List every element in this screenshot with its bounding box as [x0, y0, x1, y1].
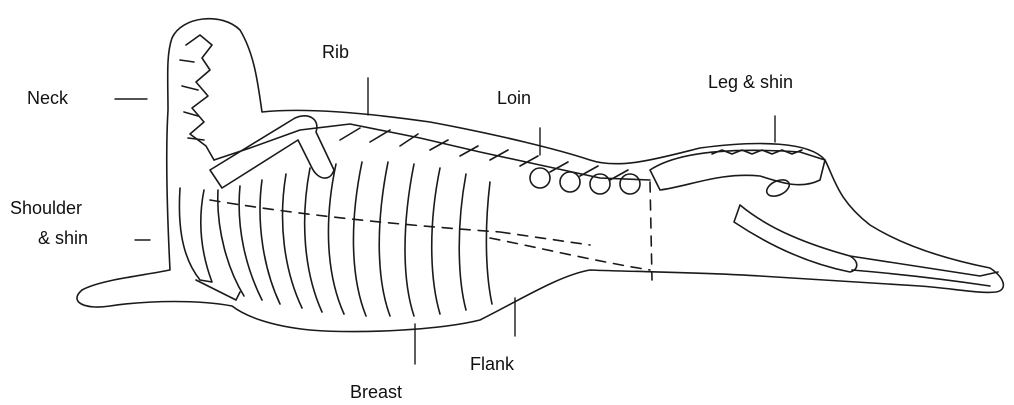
pelvis	[650, 150, 825, 190]
hind-leg	[734, 205, 857, 272]
shoulder-blade	[210, 116, 334, 188]
label-neck: Neck	[27, 88, 68, 108]
label-breast: Breast	[350, 382, 402, 402]
cut-lines	[210, 182, 652, 280]
label-loin: Loin	[497, 88, 531, 108]
ribs	[218, 162, 492, 316]
label-shoulder: Shoulder	[10, 198, 82, 218]
label-flank: Flank	[470, 354, 514, 374]
foreleg	[179, 188, 240, 300]
label-leg-shin: Leg & shin	[708, 72, 793, 92]
neck-vertebrae	[186, 35, 214, 160]
label-rib: Rib	[322, 42, 349, 62]
label-shoulder-shin: & shin	[38, 228, 88, 248]
leader-lines	[115, 78, 775, 364]
carcass-outline	[77, 19, 1003, 332]
